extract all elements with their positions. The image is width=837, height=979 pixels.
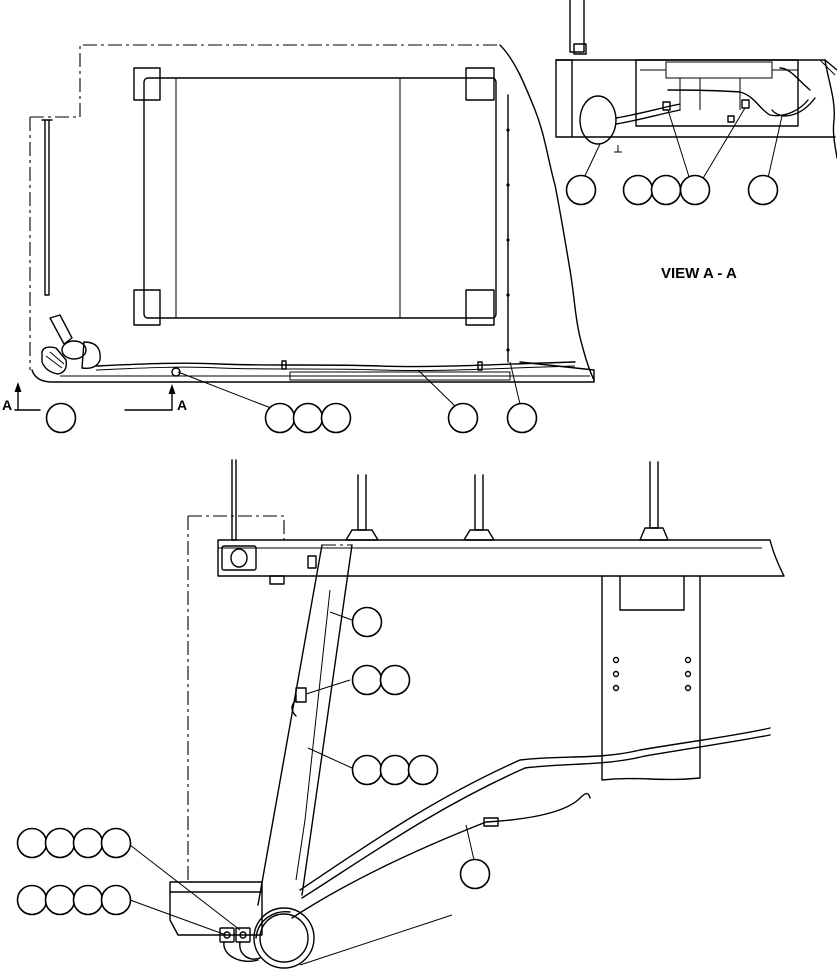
- plan-leader-3: [509, 361, 521, 405]
- section-label-left: A: [2, 397, 12, 413]
- plan-leader-2: [417, 369, 456, 407]
- section-label-right: A: [177, 397, 187, 413]
- callout-bubble: [72, 827, 104, 859]
- callout-bubble: [100, 827, 132, 859]
- callout-bubble: [459, 858, 491, 890]
- callout-bubble: [506, 402, 538, 434]
- callout-bubble: [264, 402, 296, 434]
- callout-bubble: [379, 754, 411, 786]
- harness-connector: [171, 367, 181, 377]
- plan-view: A A: [2, 44, 595, 434]
- callout-bubble: [565, 174, 597, 206]
- callout-bubble: [72, 884, 104, 916]
- callout-bubble: [320, 402, 352, 434]
- view-title: VIEW A - A: [661, 265, 737, 282]
- callout-bubble: [379, 664, 411, 696]
- plan-harness-2: [95, 365, 576, 372]
- plan-break-edge: [499, 44, 595, 381]
- harness-clip-1: [281, 360, 287, 370]
- callout-bubble: [747, 174, 779, 206]
- section-arrow-left: A: [2, 382, 41, 413]
- left-rod: [41, 119, 53, 296]
- callout-bubble: [351, 754, 383, 786]
- callout-bubble: [447, 402, 479, 434]
- callout-bubble: [622, 174, 654, 206]
- plan-slot: [289, 371, 511, 381]
- callout-bubble: [16, 884, 48, 916]
- horn-assembly: [41, 314, 101, 375]
- callout-bubble: [44, 827, 76, 859]
- plan-leader-1: [177, 371, 277, 411]
- callout-bubble: [351, 606, 383, 638]
- right-rod-clips: [506, 128, 510, 352]
- callout-bubble: [292, 402, 324, 434]
- callout-bubble: [16, 827, 48, 859]
- section-arrow-right: A: [124, 384, 187, 413]
- harness-clip-2: [477, 361, 483, 371]
- plan-bottom-rail: [31, 361, 595, 383]
- view-a-a: VIEW A - A: [555, 0, 837, 282]
- callout-bubble: [650, 174, 682, 206]
- callout-bubble: [100, 884, 132, 916]
- callout-bubble: [407, 754, 439, 786]
- plan-outline: [30, 44, 500, 118]
- plan-harness: [95, 361, 576, 368]
- frame-view: [16, 459, 785, 969]
- callout-bubble: [351, 664, 383, 696]
- callout-bubble: [679, 174, 711, 206]
- radiator-core: [133, 67, 497, 326]
- callout-bubble: [45, 402, 77, 434]
- callout-bubble: [44, 884, 76, 916]
